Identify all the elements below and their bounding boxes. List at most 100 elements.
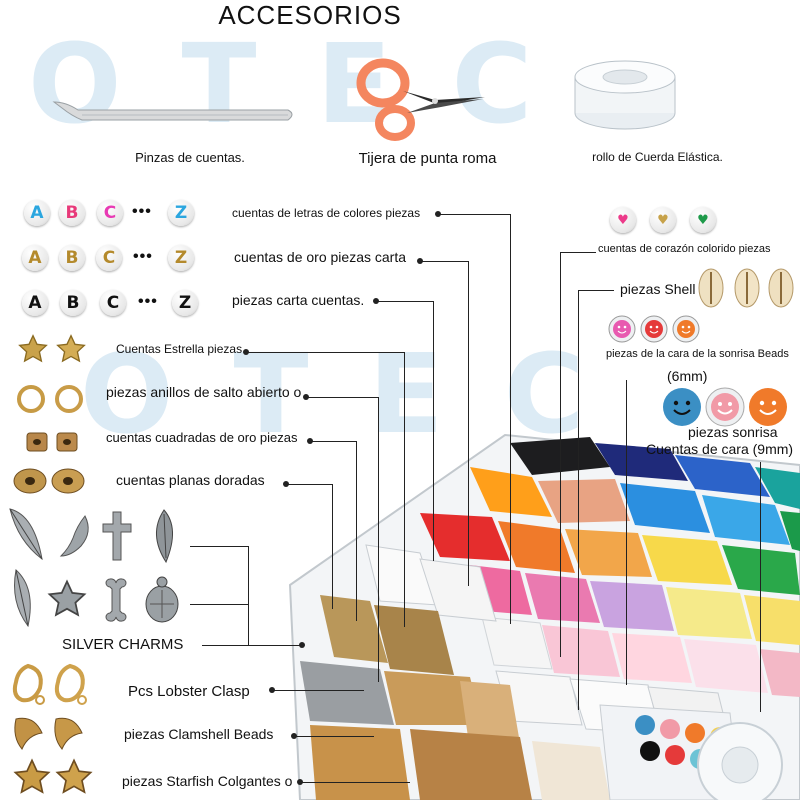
ellipsis: ••• (138, 293, 158, 310)
gold-flat-bead-icon (12, 466, 48, 501)
jump-ring-icon (14, 383, 48, 420)
clamshell-bead-icon (8, 713, 48, 760)
leader-line (510, 214, 511, 624)
heart-bead-icon: ♥ (650, 207, 676, 233)
gold-starfish-charm-icon (12, 757, 52, 802)
gold-square-bead-icon (54, 430, 82, 459)
colored-letter-bead-z: Z (168, 200, 194, 226)
feather-charm-icon (8, 568, 38, 633)
feather-charm-icon (4, 505, 48, 568)
leaf-charm-icon (146, 508, 182, 569)
watermark-top: OTEC (28, 20, 593, 148)
gold-letter-bead-z: Z (168, 245, 194, 271)
small-smiley-bead-icon (608, 315, 636, 348)
label-star-beads: Cuentas Estrella piezas (116, 342, 243, 356)
leader-dot (269, 687, 275, 693)
turtle-charm-icon (138, 574, 186, 633)
leader-dot (303, 394, 309, 400)
leader-line (286, 484, 332, 485)
cowrie-shell-icon (732, 266, 762, 315)
lobster-clasp-icon (8, 662, 48, 711)
small-smiley-bead-icon (640, 315, 668, 348)
leader-line (356, 441, 357, 621)
label-jump-rings: piezas anillos de salto abierto o (106, 384, 302, 400)
black-letter-bead-c: C (100, 290, 126, 316)
label-gold-letter-beads: cuentas de oro piezas carta (234, 249, 406, 265)
leader-line (760, 462, 761, 712)
leader-line (190, 604, 248, 605)
leader-line (246, 352, 404, 353)
leader-dot (373, 298, 379, 304)
gold-letter-bead-c: C (96, 245, 122, 271)
leader-line (300, 782, 410, 783)
leader-line (332, 484, 333, 609)
elastic-cord-image (570, 55, 680, 133)
gold-square-bead-icon (24, 430, 52, 459)
leader-line (578, 290, 579, 710)
big-smiley-bead-icon (662, 387, 702, 432)
label-lobster-clasp: Pcs Lobster Clasp (128, 683, 250, 700)
label-heart-beads: cuentas de corazón colorido piezas (598, 243, 771, 255)
cowrie-shell-icon (696, 266, 726, 315)
label-colored-letter-beads: cuentas de letras de colores piezas (232, 206, 421, 220)
label-shell: piezas Shell (620, 281, 696, 297)
leader-dot (435, 211, 441, 217)
cross-charm-icon (100, 510, 134, 567)
leader-dot (307, 438, 313, 444)
watermark-middle: OTEC (80, 330, 645, 458)
leader-line (294, 736, 374, 737)
gold-letter-bead-a: A (22, 245, 48, 271)
colored-letter-bead-c: C (97, 200, 123, 226)
jump-ring-icon (52, 383, 86, 420)
tweezers-label: Pinzas de cuentas. (135, 150, 245, 165)
heart-bead-icon: ♥ (610, 207, 636, 233)
black-letter-bead-a: A (22, 290, 48, 316)
big-smiley-bead-icon (748, 387, 788, 432)
leader-line (310, 441, 356, 442)
tweezers-image (52, 98, 297, 128)
leader-line (190, 546, 248, 547)
label-silver-charms: SILVER CHARMS (62, 636, 184, 653)
leader-dot (299, 642, 305, 648)
bead-storage-box (270, 425, 800, 800)
gold-star-bead-icon (54, 333, 88, 370)
ellipsis: ••• (132, 203, 152, 220)
ellipsis: ••• (133, 248, 153, 265)
colored-letter-bead-a: A (24, 200, 50, 226)
scissors-image (355, 55, 490, 143)
black-letter-bead-z: Z (172, 290, 198, 316)
label-letter-beads: piezas carta cuentas. (232, 292, 365, 308)
leader-line (306, 397, 378, 398)
scissors-label: Tijera de punta roma (358, 150, 497, 167)
small-smiley-bead-icon (672, 315, 700, 348)
heart-bead-icon: ♥ (690, 207, 716, 233)
leader-dot (291, 733, 297, 739)
label-square-beads: cuentas cuadradas de oro piezas (106, 430, 298, 445)
leader-line (420, 261, 468, 262)
leader-line (376, 301, 433, 302)
bone-charm-icon (102, 575, 130, 630)
gold-star-bead-icon (16, 333, 50, 370)
leader-line (578, 290, 614, 291)
leader-line (404, 352, 405, 627)
leader-line (272, 690, 364, 691)
label-starfish-charms: piezas Starfish Colgantes o (122, 773, 293, 789)
colored-letter-bead-b: B (59, 200, 85, 226)
leader-line (433, 301, 434, 561)
page-title: ACCESORIOS (218, 0, 402, 30)
starfish-charm-icon (46, 575, 88, 628)
leader-line (438, 214, 510, 215)
gold-flat-bead-icon (50, 466, 86, 501)
dolphin-charm-icon (55, 512, 95, 567)
label-smile-face-beads: piezas de la cara de la sonrisa Beads (606, 348, 789, 360)
black-letter-bead-b: B (60, 290, 86, 316)
big-smiley-bead-icon (705, 387, 745, 432)
label-face-beads-9mm: Cuentas de cara (9mm) (646, 441, 794, 457)
leader-line (560, 252, 561, 657)
leader-line (468, 261, 469, 586)
gold-letter-bead-b: B (59, 245, 85, 271)
leader-dot (283, 481, 289, 487)
cowrie-shell-icon (766, 266, 796, 315)
leader-dot (243, 349, 249, 355)
label-clamshell-beads: piezas Clamshell Beads (124, 726, 274, 742)
